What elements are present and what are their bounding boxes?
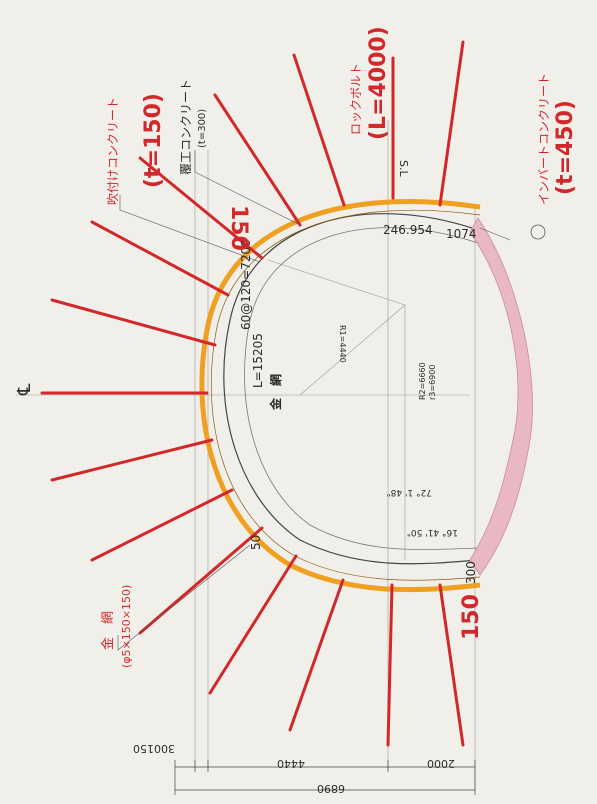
invert-marker-icon xyxy=(530,224,546,240)
dim-300-150-label: 300150 xyxy=(133,742,175,755)
mesh-leader xyxy=(117,544,251,651)
radius-r2-label: R2=6660 xyxy=(418,362,427,400)
rock-bolt xyxy=(50,438,214,482)
mesh-spec-label: (φ5×150×150) xyxy=(120,585,133,668)
rock-bolt xyxy=(90,220,230,297)
rock-bolt-length-label: (L=4000) xyxy=(366,26,391,140)
dim-total-label: 6890 xyxy=(317,782,345,795)
mesh-spacing-label: 60@120=7200 xyxy=(239,239,253,330)
dim-246954: 246.954 xyxy=(383,223,433,237)
invert-concrete xyxy=(469,217,533,576)
shotcrete-inner-edge xyxy=(210,209,481,581)
shotcrete-leader xyxy=(119,195,261,263)
invert-label: インバートコンクリート xyxy=(537,73,551,205)
lining-leader xyxy=(194,150,301,226)
invert-thickness-label: (t=450) xyxy=(553,100,578,195)
rock-bolt xyxy=(213,93,302,227)
rock-bolt-label: ロックボルト xyxy=(349,63,363,135)
centerline-label: ℄ xyxy=(14,383,35,396)
lining-inner-curve xyxy=(223,213,479,565)
rock-bolt xyxy=(208,554,298,695)
rock-bolt xyxy=(138,526,264,635)
angle-2-label: 16° 41' 50" xyxy=(407,527,458,537)
rock-bolt xyxy=(138,156,264,260)
reference-lines xyxy=(16,120,476,790)
dim-150-top: 150 xyxy=(226,205,251,251)
dim-4440-label: 4440 xyxy=(277,757,305,770)
shotcrete-layer xyxy=(199,199,481,593)
radius-r3-label: r3=6900 xyxy=(428,365,437,400)
dim-1074: 1074 xyxy=(446,227,477,241)
rock-bolt xyxy=(90,488,234,562)
dim-50: 50 xyxy=(249,535,263,550)
radius-r1-label: R1=4440 xyxy=(338,325,347,363)
radius-line xyxy=(299,304,406,396)
mesh-label: 金 網 xyxy=(100,611,116,650)
shotcrete-thickness-label: (t=150) xyxy=(141,93,166,188)
dim-300: 300 xyxy=(464,561,478,584)
lining-label: 覆工コンクリート xyxy=(179,79,193,175)
rock-bolt xyxy=(438,583,465,747)
lining-thickness-label: (t=300) xyxy=(197,109,208,148)
dim-2000-label: 2000 xyxy=(427,757,455,770)
labels: ロックボルト (L=4000) インバートコンクリート (t=450) 吹付けコ… xyxy=(14,26,578,795)
rock-bolt xyxy=(438,40,465,207)
rock-bolt xyxy=(288,578,345,732)
rock-bolts xyxy=(40,40,465,747)
rock-bolt xyxy=(386,583,394,747)
rock-bolt xyxy=(292,53,346,207)
mesh-curve xyxy=(244,227,479,550)
mesh-length-label: L=15205 xyxy=(251,333,265,388)
springline-label: S.L xyxy=(397,160,410,177)
radius-line-3 xyxy=(267,259,406,306)
angle-1-label: 72° 1' 48" xyxy=(387,487,432,497)
invert-leader xyxy=(479,227,511,241)
leader-lines xyxy=(117,150,511,651)
shotcrete-label: 吹付けコンクリート xyxy=(106,97,120,205)
dim-150-bottom: 150 xyxy=(459,594,484,640)
dimension-lines xyxy=(174,760,476,795)
inner-mesh-label: 金 網 xyxy=(268,374,283,411)
rock-bolt xyxy=(50,298,217,347)
